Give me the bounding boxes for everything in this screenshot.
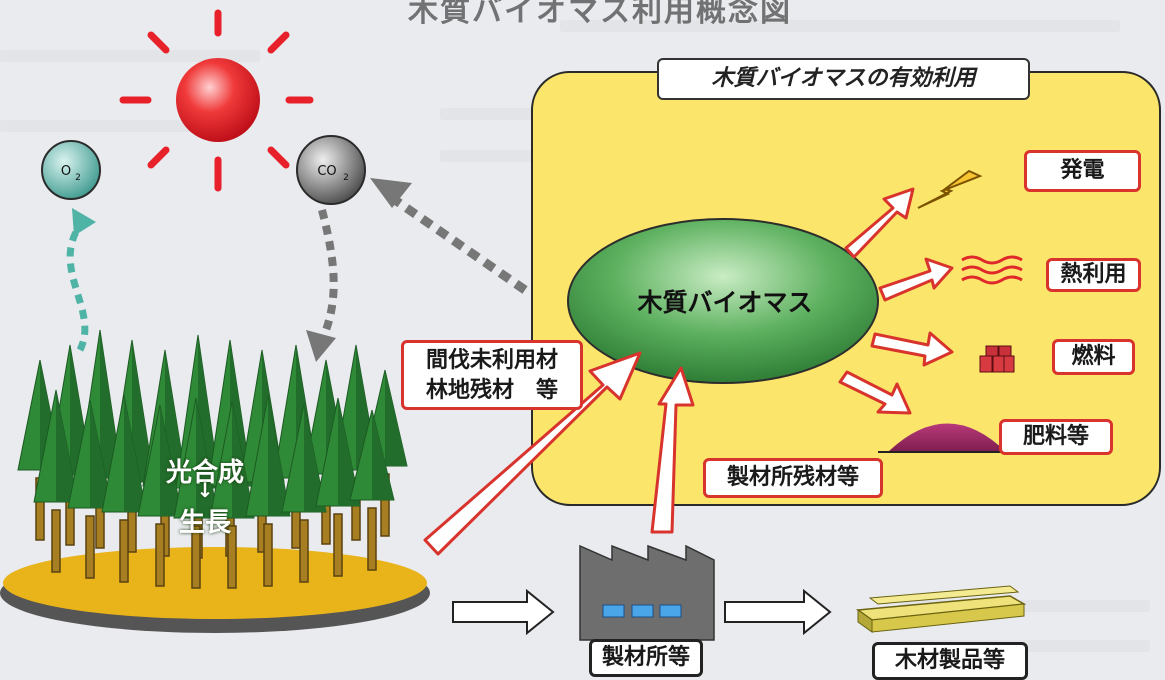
tree-trunk (299, 519, 309, 583)
tree-shade (385, 370, 407, 466)
forest-residue-line1: 間伐未利用材 (425, 348, 558, 373)
co2-symbol: CO (317, 164, 336, 179)
tree-shade (160, 405, 182, 516)
co2-emission-arrow-head (370, 178, 412, 208)
tree-shade (196, 398, 218, 518)
tree-shade (132, 340, 154, 482)
o2-subscript: 2 (75, 173, 81, 183)
fertilizer-mound-icon (888, 423, 1006, 452)
page-title: 木質バイオマス利用概念図 (408, 0, 792, 29)
biomass-ellipse (567, 218, 879, 384)
forest-residue-box: 間伐未利用材 林地残材 等 (401, 340, 583, 410)
tree-trunk (191, 525, 201, 589)
forest-residue-input-arrow (423, 351, 642, 556)
fertilizer-output-arrow (838, 370, 912, 415)
mill-residue-box: 製材所残材等 (703, 458, 883, 498)
oxygen-molecule-icon: O 2 (41, 140, 101, 200)
forest-illustration (0, 329, 430, 633)
wood-products-label: 木材製品等 (872, 642, 1028, 680)
tree-shade (232, 402, 254, 518)
tree-shade (268, 396, 290, 516)
sawmill-icon (579, 544, 715, 641)
tree-shade (90, 400, 112, 508)
o2-arrow-head (72, 208, 96, 236)
fertilizer-box: 肥料等 (999, 419, 1113, 455)
tree-shade (372, 410, 394, 500)
tree-shade (56, 390, 78, 502)
o2-release-arrow (66, 223, 89, 352)
power-generation-box: 発電 (1024, 150, 1141, 192)
tree-trunk (85, 515, 95, 579)
biomass-label: 木質バイオマス (637, 288, 813, 317)
tree-trunk (333, 513, 343, 577)
co2-absorb-arrow (318, 208, 338, 342)
tree-trunk (155, 523, 165, 587)
tree-shade (338, 398, 360, 506)
tree-trunk (263, 523, 273, 587)
lightning-icon (917, 169, 983, 209)
background-text-line (0, 120, 220, 132)
power-output-arrow (844, 187, 915, 259)
fuel-drums-icon (979, 345, 1015, 373)
to-sawmill-arrow (452, 588, 555, 636)
tree-shade (124, 395, 146, 512)
growth-label: 生長 (178, 508, 231, 538)
co2-emission-arrow (392, 196, 528, 294)
down-arrow-glyph: ↓ (196, 478, 214, 502)
background-text-line (560, 20, 1120, 32)
fuel-box: 燃料 (1052, 339, 1135, 375)
panel-title: 木質バイオマスの有効利用 (657, 58, 1030, 100)
photosynthesis-label: 光合成 (165, 458, 244, 488)
co2-molecule-icon: CO 2 (296, 135, 366, 205)
tree-trunk (367, 507, 377, 571)
tree-trunk (119, 519, 129, 583)
co2-absorb-arrow-head (306, 330, 336, 362)
fuel-output-arrow (870, 331, 954, 367)
heat-output-arrow (878, 257, 954, 302)
heat-waves-icon (961, 255, 1023, 285)
forest-residue-line2: 林地残材 等 (425, 378, 558, 403)
tree-trunk (51, 509, 61, 573)
co2-subscript: 2 (343, 173, 349, 183)
mill-residue-input-arrow (650, 366, 695, 534)
to-products-arrow (724, 588, 832, 636)
heat-utilization-box: 熱利用 (1046, 258, 1141, 292)
tree-trunk (227, 525, 237, 589)
background-text-line (0, 50, 260, 62)
sawmill-label: 製材所等 (589, 639, 703, 677)
lumber-products-icon (855, 585, 1027, 633)
o2-symbol: O (61, 164, 71, 179)
sun-icon (119, 9, 314, 192)
